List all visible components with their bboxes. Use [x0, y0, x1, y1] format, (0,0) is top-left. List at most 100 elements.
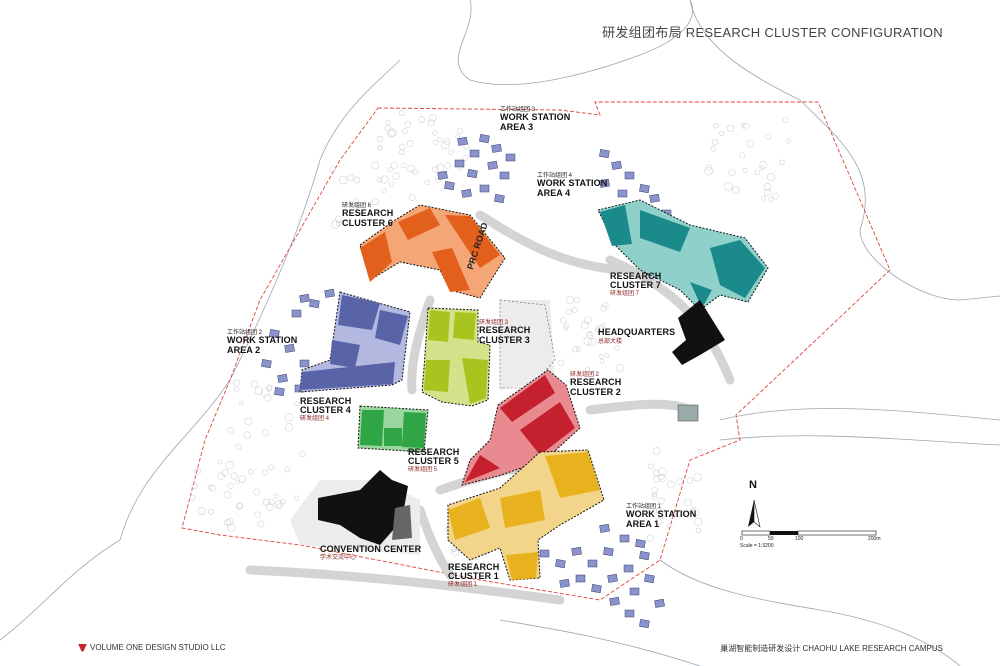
- label-en-1: RESEARCH: [448, 562, 500, 572]
- label-research-cluster-2: 研发组团 2 RESEARCH CLUSTER 2: [570, 372, 621, 397]
- convention-center-building[interactable]: [318, 470, 412, 545]
- tree-dot: [691, 506, 696, 512]
- workstation-block: [299, 359, 310, 368]
- tree-dot: [254, 386, 263, 395]
- research-cluster-6[interactable]: [359, 204, 506, 299]
- tree-dot: [657, 497, 665, 505]
- workstation-block: [639, 551, 650, 561]
- workstation-block: [454, 159, 465, 168]
- workstation-block: [479, 184, 490, 193]
- tree-dot: [431, 166, 439, 173]
- research-cluster-4[interactable]: [299, 291, 411, 393]
- tree-dot: [666, 480, 675, 489]
- label-work-station-2: 工作站组团 2 WORK STATION AREA 2: [227, 330, 297, 355]
- tree-dot: [253, 488, 261, 496]
- tree-dot: [257, 520, 265, 528]
- tree-dot: [399, 149, 405, 155]
- north-label: N: [749, 479, 758, 491]
- workstation-block: [539, 549, 550, 558]
- tree-dot: [377, 145, 382, 151]
- tree-dot: [763, 183, 772, 191]
- tree-dot: [209, 484, 216, 492]
- workstation-block: [487, 160, 498, 170]
- label-work-station-3: 工作站组团 3 WORK STATION AREA 3: [500, 107, 570, 132]
- research-cluster-3-dashed-annex: [499, 299, 556, 389]
- workstation-block: [505, 153, 516, 162]
- tree-dot: [197, 506, 206, 515]
- label-cn: 研发组团 3: [479, 320, 509, 326]
- label-en-2: CLUSTER 3: [479, 334, 530, 345]
- tree-dot: [194, 468, 201, 475]
- label-cn: 总部大楼: [598, 339, 623, 346]
- tree-dot: [432, 130, 438, 136]
- tree-dot: [230, 472, 238, 480]
- tree-dot: [457, 127, 463, 134]
- tree-dot: [376, 136, 384, 143]
- workstation-block: [599, 178, 610, 188]
- tree-dot: [719, 130, 725, 136]
- tree-dot: [557, 359, 565, 367]
- tree-dot: [387, 167, 393, 173]
- workstation-block: [491, 143, 502, 153]
- tree-dot: [652, 469, 660, 476]
- tree-dot: [686, 477, 694, 484]
- tree-dot: [376, 176, 383, 183]
- research-cluster-2[interactable]: [461, 369, 581, 486]
- workstation-block: [639, 184, 650, 194]
- research-cluster-3[interactable]: [421, 307, 491, 407]
- tree-dot: [594, 326, 601, 333]
- tree-dot: [227, 426, 235, 434]
- tree-dot: [371, 197, 379, 205]
- tree-dot: [587, 330, 593, 337]
- workstation-block: [277, 373, 288, 383]
- label-en: HEADQUARTERS: [598, 327, 676, 337]
- label-cn: 研发组团 2: [570, 372, 600, 378]
- tree-dot: [261, 429, 269, 437]
- workstation-block: [591, 584, 602, 594]
- tree-dot: [371, 161, 380, 170]
- label-en-1: RESEARCH: [300, 396, 352, 406]
- label-cn: 工作站组团 2: [227, 330, 263, 336]
- tree-dot: [436, 163, 445, 172]
- tree-dot: [353, 176, 361, 184]
- tree-dot: [191, 482, 198, 489]
- tree-dot: [235, 443, 242, 451]
- tree-dot: [223, 491, 232, 499]
- label-en-2: CLUSTER 5: [408, 456, 459, 467]
- workstation-block: [617, 189, 628, 198]
- workstation-block: [437, 170, 448, 180]
- tree-dot: [653, 475, 660, 483]
- research-cluster-7[interactable]: [597, 199, 769, 311]
- tree-dot: [267, 464, 275, 471]
- tree-dot: [451, 549, 459, 557]
- tree-dot: [462, 155, 469, 162]
- research-cluster-5[interactable]: [357, 405, 429, 453]
- tree-dot: [250, 380, 258, 388]
- tree-dot: [658, 473, 667, 483]
- tree-dot: [189, 494, 196, 501]
- label-en-1: WORK STATION: [537, 178, 608, 189]
- tree-dot: [226, 518, 234, 526]
- tree-dot: [227, 482, 234, 490]
- workstation-block: [291, 309, 302, 318]
- tree-dot: [600, 305, 607, 312]
- tree-dot: [591, 370, 597, 376]
- label-en: CONVENTION CENTER: [320, 544, 422, 554]
- tree-dot: [580, 321, 589, 329]
- workstation-block: [444, 181, 455, 191]
- tree-dot: [572, 346, 579, 353]
- tree-dot: [227, 523, 236, 532]
- scale-tick-100: 100: [795, 536, 804, 542]
- headquarters-building[interactable]: [672, 300, 725, 365]
- tree-dot: [355, 205, 364, 214]
- scale-tick-200: 200m: [868, 536, 881, 542]
- tree-dot: [695, 527, 702, 534]
- tree-dot: [759, 165, 765, 170]
- tree-dot: [565, 296, 574, 305]
- tree-dot: [565, 308, 572, 315]
- tree-dot: [573, 296, 581, 304]
- research-cluster-1[interactable]: [447, 449, 605, 581]
- tree-dot: [584, 316, 592, 324]
- label-research-cluster-7: RESEARCH CLUSTER 7 研发组团 7: [610, 271, 661, 297]
- tree-dot: [408, 194, 416, 201]
